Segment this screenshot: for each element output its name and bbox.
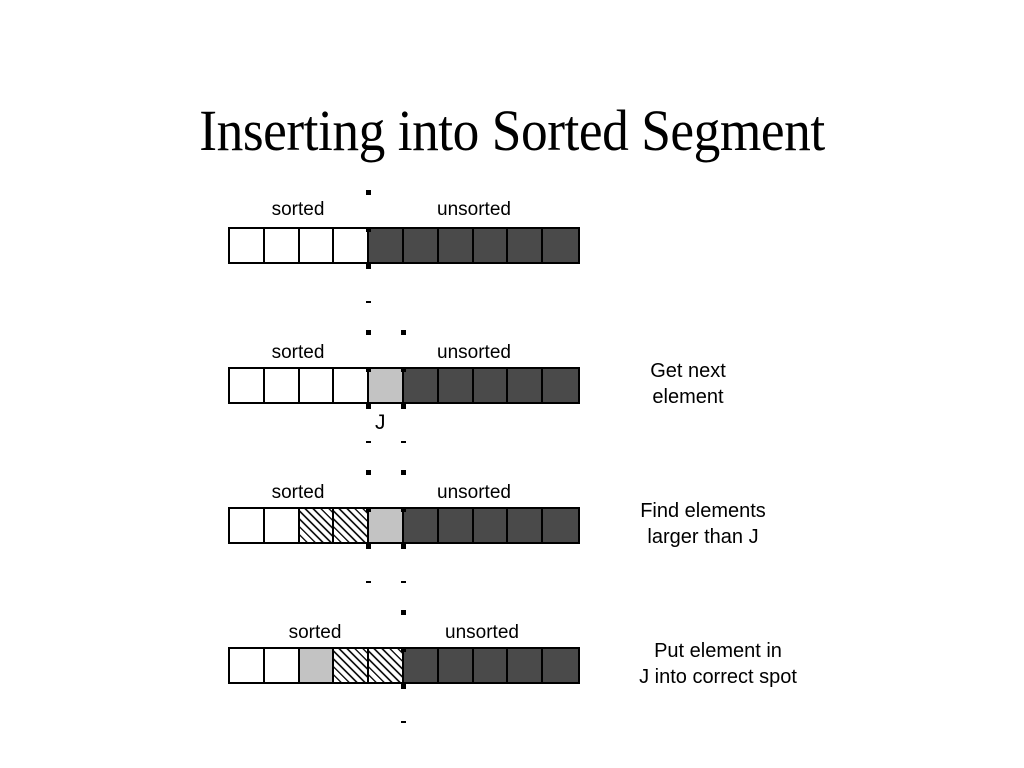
array-cell (508, 369, 544, 402)
sorted-label: sorted (271, 342, 325, 363)
boundary-divider-right (401, 470, 406, 583)
array-cell (230, 369, 265, 402)
diagram-row-initial: sorted unsorted (0, 0, 1024, 303)
array-cell (508, 509, 544, 542)
boundary-divider-left (366, 330, 371, 443)
array-cell-larger (334, 649, 370, 682)
diagram-row-get-next: sorted unsorted J Get next element (0, 0, 1024, 443)
array-cell (230, 229, 265, 262)
array-cell (438, 509, 474, 542)
annotation-find-larger: Find elements larger than J (640, 500, 766, 548)
array-cell (369, 229, 404, 262)
array-cell (438, 229, 474, 262)
array-cell-larger (299, 509, 335, 542)
page-title: Inserting into Sorted Segment (199, 98, 825, 163)
array-cell-larger (334, 509, 370, 542)
array-cell (264, 229, 300, 262)
j-marker-label: J (375, 411, 386, 434)
sorted-label: sorted (271, 199, 325, 220)
array-cell (543, 509, 578, 542)
array-cell-larger (369, 649, 404, 682)
boundary-divider-right (401, 330, 406, 443)
array-bar (228, 227, 580, 264)
array-cell (473, 649, 509, 682)
array-cell (438, 649, 474, 682)
boundary-divider (401, 610, 406, 723)
annotation-get-next: Get next element (650, 360, 726, 408)
array-cell (230, 649, 265, 682)
array-cell (299, 229, 335, 262)
annotation-insert: Put element in J into correct spot (639, 640, 797, 688)
array-cell-j (369, 509, 404, 542)
unsorted-label: unsorted (445, 622, 519, 643)
array-cell (403, 649, 439, 682)
array-cell (403, 229, 439, 262)
array-cell (334, 229, 370, 262)
array-cell (543, 229, 578, 262)
boundary-divider-left (366, 470, 371, 583)
array-cell (473, 229, 509, 262)
sorted-label: sorted (271, 482, 325, 503)
array-cell (473, 509, 509, 542)
array-cell (473, 369, 509, 402)
array-cell (508, 649, 544, 682)
sorted-label: sorted (288, 622, 342, 643)
array-cell (299, 369, 335, 402)
array-cell (438, 369, 474, 402)
array-cell (230, 509, 265, 542)
array-cell (543, 649, 578, 682)
array-cell (508, 229, 544, 262)
array-cell (543, 369, 578, 402)
array-cell (264, 509, 300, 542)
array-cell (334, 369, 370, 402)
unsorted-label: unsorted (437, 342, 511, 363)
array-cell (264, 369, 300, 402)
diagram-row-insert: sorted unsorted Put element in J into co… (0, 0, 1024, 723)
unsorted-label: unsorted (437, 199, 511, 220)
array-cell (403, 369, 439, 402)
array-cell (403, 509, 439, 542)
diagram-row-find-larger: sorted unsorted Find elements larger tha… (0, 0, 1024, 583)
array-cell-j (369, 369, 404, 402)
array-cell (264, 649, 300, 682)
boundary-divider (366, 190, 371, 303)
array-cell-j (299, 649, 335, 682)
unsorted-label: unsorted (437, 482, 511, 503)
